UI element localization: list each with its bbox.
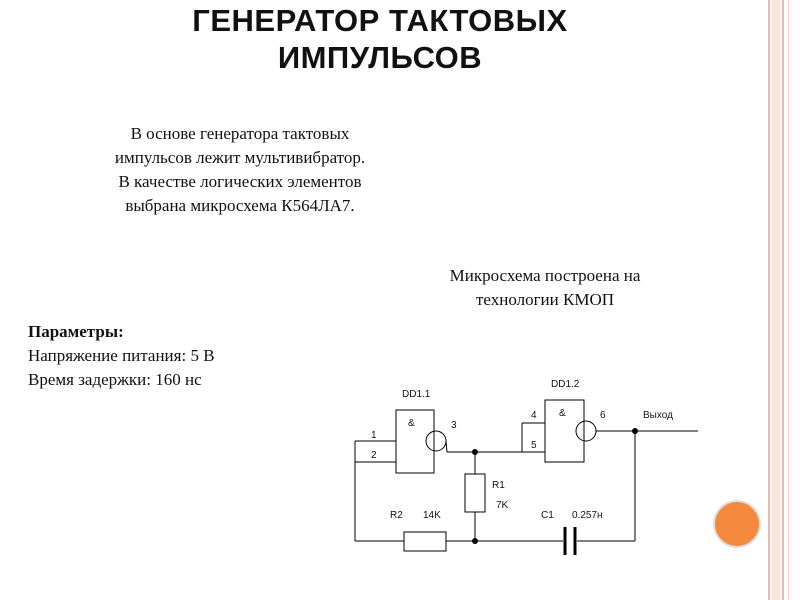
tech-line: технологии КМОП	[475, 290, 615, 309]
capacitor-c1	[563, 527, 577, 555]
decor-stripe	[788, 0, 789, 600]
decor-stripe	[782, 0, 784, 600]
circuit-wires	[354, 422, 698, 542]
intro-line: В основе генератора тактовых	[130, 124, 350, 143]
technology-note: Микросхема построена на технологии КМОП	[395, 264, 695, 312]
delay-time: Время задержки: 160 нс	[28, 370, 202, 389]
resistor-r1	[464, 473, 486, 513]
gate2-symbol: &	[559, 408, 566, 419]
accent-circle	[713, 500, 761, 548]
parameters-block: Параметры: Напряжение питания: 5 В Время…	[28, 320, 215, 392]
gate1-symbol: &	[408, 418, 415, 429]
gate-dd1-2	[544, 399, 597, 463]
gate1-pin-in2: 2	[371, 450, 377, 461]
parameters-heading: Параметры:	[28, 322, 124, 341]
junction-dot	[472, 449, 478, 455]
intro-line: импульсов лежит мультивибратор.	[114, 148, 366, 167]
slide-title: ГЕНЕРАТОР ТАКТОВЫХ ИМПУЛЬСОВ	[120, 2, 640, 76]
output-label: Выход	[643, 410, 673, 421]
r2-value: 14K	[423, 510, 441, 521]
gate2-pin-out: 6	[600, 410, 606, 421]
decor-stripe	[772, 0, 780, 600]
gate1-pin-in1: 1	[371, 430, 377, 441]
gate1-name: DD1.1	[402, 389, 431, 400]
tech-line: Микросхема построена на	[449, 266, 641, 285]
decor-stripe	[768, 0, 770, 600]
resistor-r2	[403, 531, 447, 552]
intro-line: В качестве логических элементов	[118, 172, 362, 191]
title-line: ИМПУЛЬСОВ	[277, 40, 483, 75]
r1-value: 7K	[496, 500, 509, 511]
gate1-pin-out: 3	[451, 420, 457, 431]
r2-name: R2	[390, 510, 403, 521]
gate2-name: DD1.2	[551, 379, 580, 390]
supply-voltage: Напряжение питания: 5 В	[28, 346, 215, 365]
junction-dot	[472, 538, 478, 544]
c1-name: C1	[541, 510, 554, 521]
gate-dd1-1	[395, 409, 448, 474]
gate2-pin-in2: 5	[531, 440, 537, 451]
intro-paragraph: В основе генератора тактовых импульсов л…	[20, 122, 460, 218]
title-line: ГЕНЕРАТОР ТАКТОВЫХ	[192, 3, 568, 38]
c1-value: 0.257н	[572, 510, 603, 521]
gate2-pin-in1: 4	[531, 410, 537, 421]
r1-name: R1	[492, 480, 505, 491]
junction-dot	[632, 428, 638, 434]
intro-line: выбрана микросхема К564ЛА7.	[125, 196, 355, 215]
